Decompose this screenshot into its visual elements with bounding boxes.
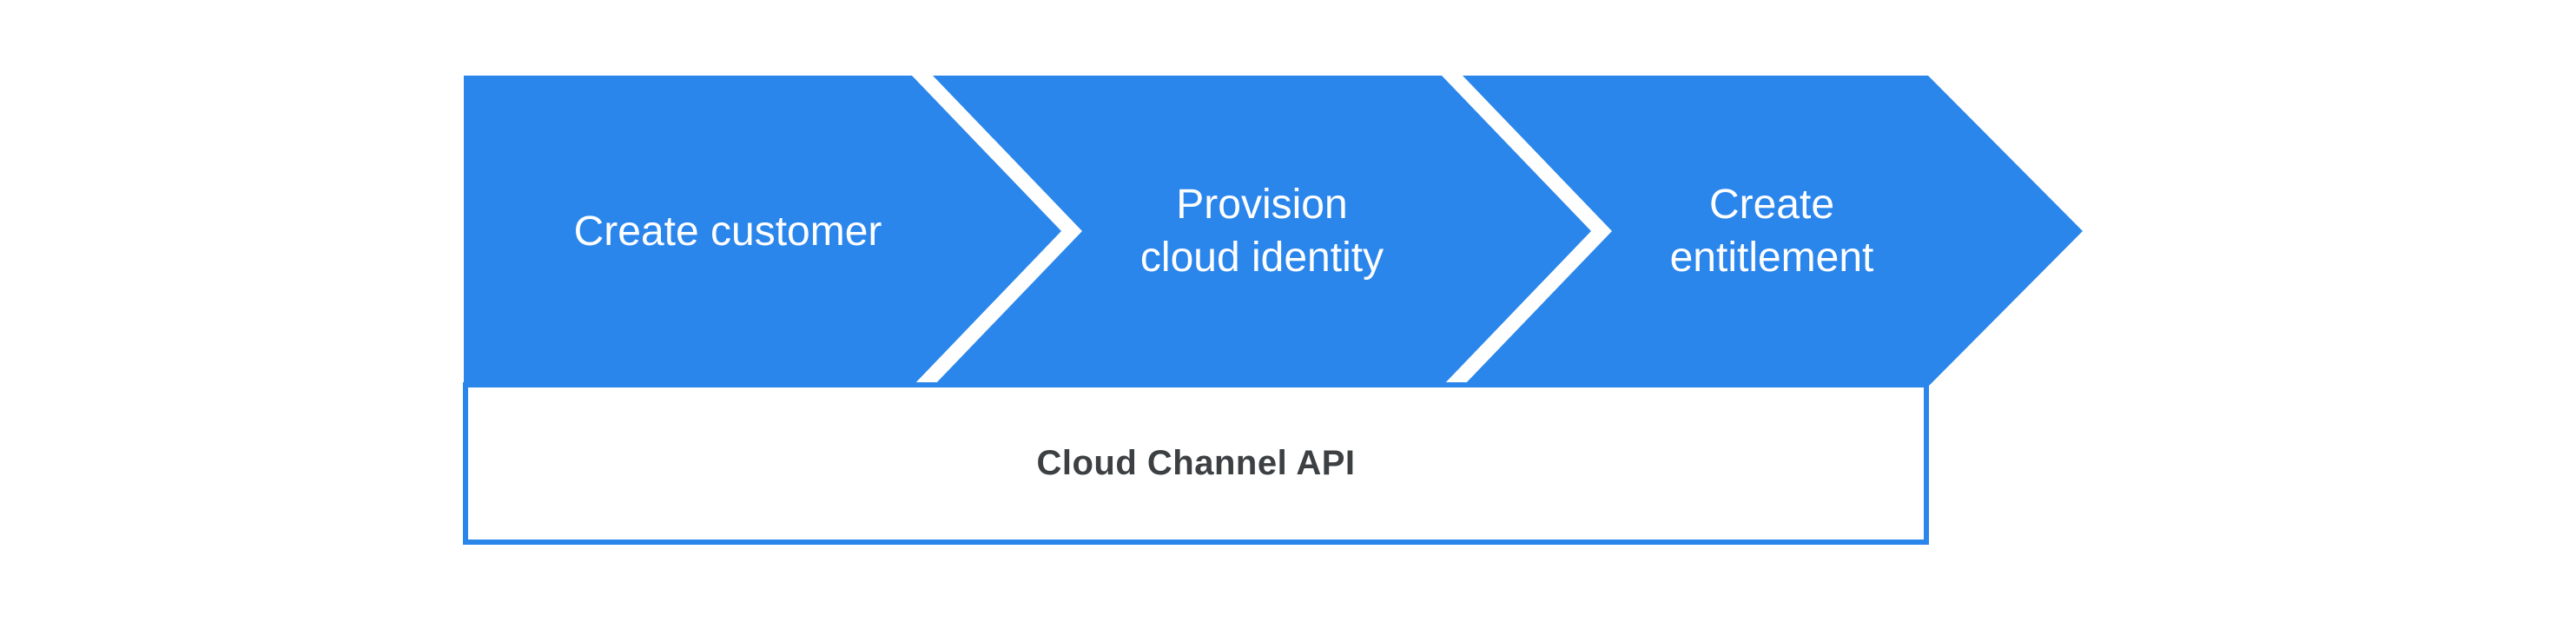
chevron-step-1-shape	[464, 76, 1061, 387]
chevron-step-3-shape	[1463, 76, 2083, 387]
chevron-step-2-shape	[933, 76, 1591, 387]
cloud-channel-api-label: Cloud Channel API	[1036, 444, 1356, 482]
cloud-channel-api-box: Cloud Channel API	[463, 382, 1929, 545]
